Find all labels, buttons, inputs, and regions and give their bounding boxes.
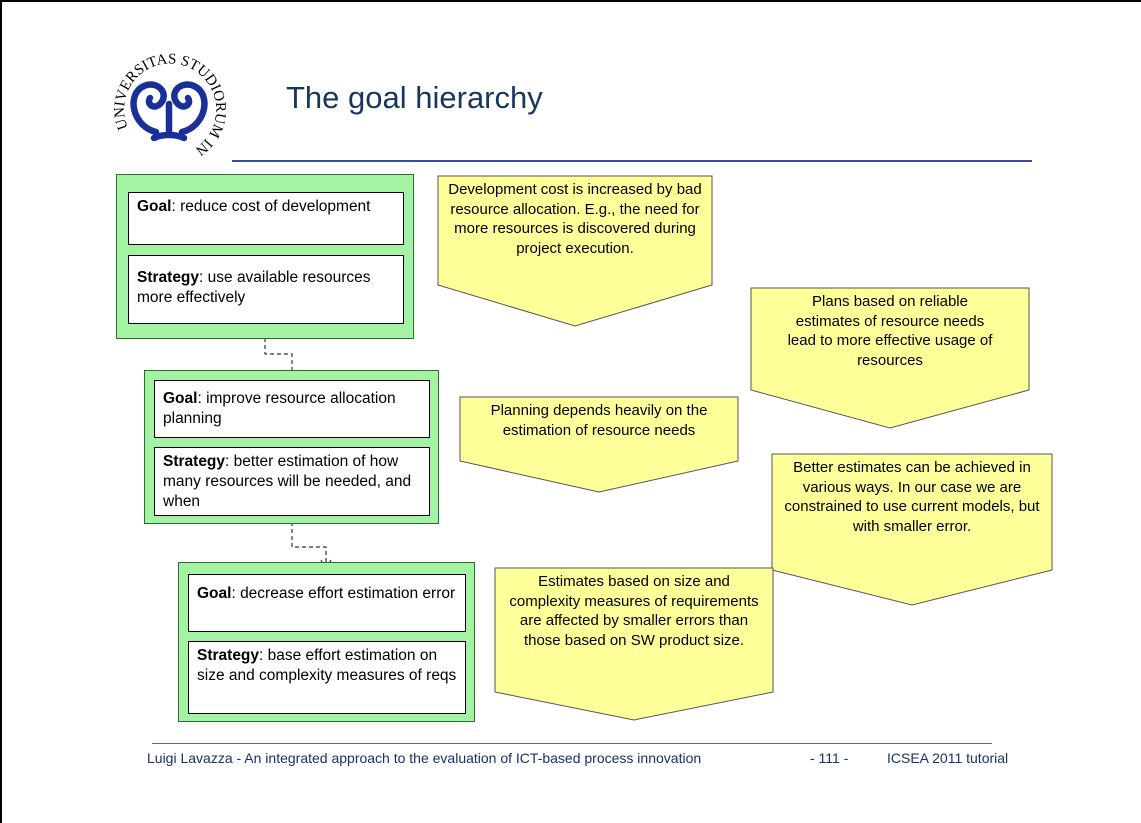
goal-text: : improve resource allocation planning	[163, 390, 396, 427]
title-divider	[232, 160, 1032, 162]
university-seal-logo: UNIVERSITAS STUDIORUM INSUBRIAE	[100, 0, 228, 158]
note-text: Estimates based on size and complexity m…	[509, 573, 759, 649]
goal-text: : reduce cost of development	[171, 198, 371, 215]
strategy-text: : better estimation of how many resource…	[163, 453, 412, 510]
footer-divider	[152, 743, 992, 744]
note-shape	[771, 453, 1053, 606]
goal-label: Goal	[197, 585, 232, 602]
goal-box: Goal: reduce cost of development	[128, 192, 404, 245]
goal-label: Goal	[137, 198, 172, 215]
strategy-text: : use available resources more effective…	[137, 269, 371, 306]
strategy-box: Strategy: base effort estimation on size…	[188, 641, 466, 714]
note-shape	[494, 567, 774, 721]
strategy-box: Strategy: better estimation of how many …	[154, 447, 430, 516]
note-shape	[437, 175, 713, 327]
note-text: Better estimates can be achieved in vari…	[784, 459, 1040, 535]
goal-group-2: Goal: improve resource allocation planni…	[144, 370, 439, 524]
note-text: Planning depends heavily on the estimati…	[490, 402, 708, 439]
note-text: Plans based on reliable estimates of res…	[787, 293, 993, 369]
slide-frame-left	[0, 0, 2, 823]
goal-label: Goal	[163, 390, 198, 407]
note-callout-4: Better estimates can be achieved in vari…	[771, 453, 1053, 606]
footer-event: ICSEA 2011 tutorial	[887, 750, 1009, 766]
goal-text: : decrease effort estimation error	[231, 585, 456, 602]
strategy-label: Strategy	[197, 647, 260, 664]
note-text: Development cost is increased by bad res…	[448, 181, 702, 257]
strategy-box: Strategy: use available resources more e…	[128, 255, 404, 324]
strategy-text: : base effort estimation on size and com…	[197, 647, 457, 684]
note-shape	[459, 396, 739, 493]
note-callout-3: Planning depends heavily on the estimati…	[459, 396, 739, 493]
footer-author: Luigi Lavazza - An integrated approach t…	[147, 750, 702, 766]
goal-group-1: Goal: reduce cost of development Strateg…	[116, 174, 414, 339]
note-callout-5: Estimates based on size and complexity m…	[494, 567, 774, 721]
note-callout-2: Plans based on reliable estimates of res…	[750, 287, 1030, 429]
note-shape	[750, 287, 1030, 429]
page-title: The goal hierarchy	[286, 80, 543, 115]
footer-page-number: - 111 -	[810, 750, 849, 766]
slide-frame-top	[0, 0, 1141, 2]
strategy-label: Strategy	[163, 453, 226, 470]
goal-box: Goal: decrease effort estimation error	[188, 574, 466, 632]
note-callout-1: Development cost is increased by bad res…	[437, 175, 713, 327]
goal-group-3: Goal: decrease effort estimation error S…	[178, 562, 475, 722]
strategy-label: Strategy	[137, 269, 200, 286]
goal-box: Goal: improve resource allocation planni…	[154, 380, 430, 438]
